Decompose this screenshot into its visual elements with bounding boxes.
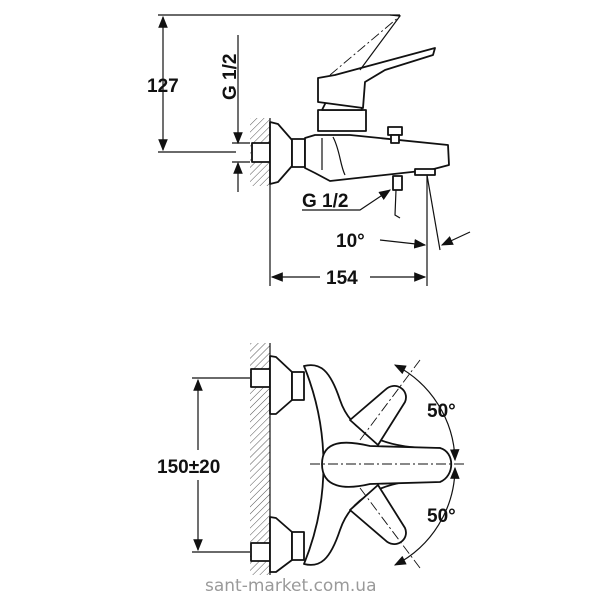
cartridge — [317, 109, 367, 132]
inlet-fitting — [251, 142, 271, 163]
side-view: 127 G 1/2 G 1/2 10° 154 — [147, 14, 471, 289]
wall-hatch — [250, 343, 270, 575]
wall-flange — [269, 121, 293, 185]
upper-angle-label: 50° — [427, 401, 456, 422]
projection-dimension-label: 154 — [326, 268, 358, 289]
lever-center — [321, 441, 453, 488]
top-view: 150±20 50° 50° — [157, 343, 465, 575]
inlet-thread-label: G 1/2 — [220, 54, 241, 100]
spout-angle-label: 10° — [336, 231, 365, 252]
watermark: sant-market.com.ua — [205, 576, 377, 596]
height-dimension-label: 127 — [147, 76, 179, 97]
lower-angle-label: 50° — [427, 506, 456, 527]
diverter-knob — [387, 126, 403, 136]
lever — [317, 47, 436, 109]
shower-outlet — [392, 175, 403, 191]
outlet-thread-label: G 1/2 — [302, 191, 348, 212]
nut — [291, 138, 306, 168]
spacing-dimension-label: 150±20 — [157, 457, 220, 478]
mixer-body — [304, 134, 450, 182]
